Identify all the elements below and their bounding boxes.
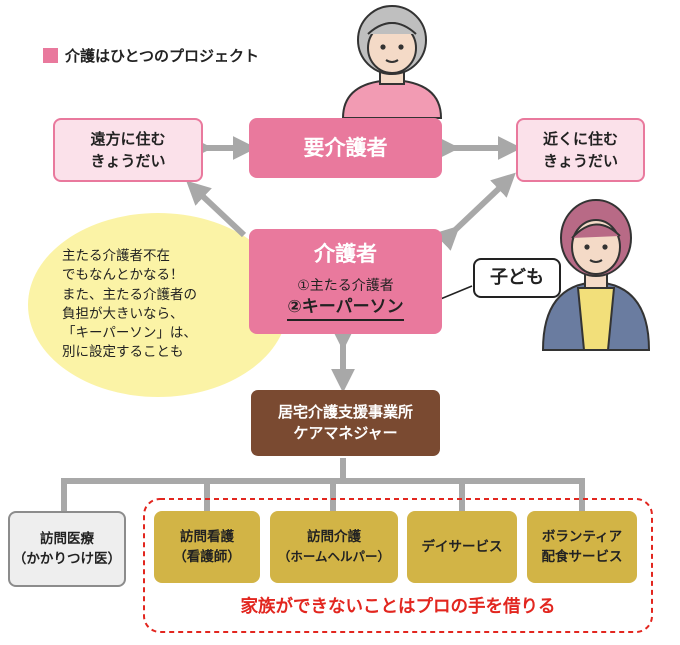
service-medical-line2: （かかりつけ医） [12, 551, 122, 567]
service-dayservice-line1: デイサービス [421, 539, 503, 555]
service-homecare-line1: 訪問介護 [307, 529, 361, 545]
nearby-sibling-box: 近くに住む きょうだい [516, 118, 645, 182]
care-recipient-label: 要介護者 [303, 136, 388, 160]
bubble-line-6: 別に設定することも [62, 344, 184, 361]
caregiver-line2: ②キーパーソン [287, 296, 404, 321]
bubble-line-2: でもなんとかなる！ [62, 267, 184, 284]
care-office-line1: 居宅介護支援事業所 [277, 403, 413, 421]
pro-caption: 家族ができないことはプロの手を借りる [240, 597, 556, 617]
distant-sibling-box: 遠方に住む きょうだい [53, 118, 203, 182]
org-tree-lines [61, 458, 585, 513]
nearby-sibling-line1: 近くに住む [542, 130, 618, 148]
service-nursing-line2: （看護師） [173, 549, 241, 565]
service-box-nursing: 訪問看護 （看護師） [154, 511, 260, 583]
service-box-dayservice: デイサービス [407, 511, 517, 583]
service-medical-line1: 訪問医療 [40, 531, 94, 547]
caregiver-box: 介護者 ①主たる介護者 ②キーパーソン [249, 229, 442, 334]
caregiver-title: 介護者 [314, 242, 377, 266]
relation-arrows [186, 136, 522, 393]
child-label-box: 子ども [473, 258, 561, 298]
service-volunteer-line1: ボランティア [541, 529, 623, 545]
legend-label: 介護はひとつのプロジェクト [65, 47, 259, 65]
distant-sibling-line2: きょうだい [90, 152, 166, 170]
service-volunteer-line2: 配食サービス [541, 549, 623, 565]
care-office-box: 居宅介護支援事業所 ケアマネジャー [251, 390, 440, 456]
bubble-line-1: 主たる介護者不在 [62, 248, 170, 264]
bubble-line-3: また、主たる介護者の [62, 286, 197, 303]
service-homecare-line2: （ホームヘルパー） [277, 549, 391, 564]
professional-services-frame [143, 498, 653, 633]
service-nursing-line1: 訪問看護 [180, 529, 234, 545]
service-box-volunteer: ボランティア 配食サービス [527, 511, 637, 583]
legend-swatch [43, 48, 58, 63]
elderly-person-illustration [341, 5, 443, 119]
care-recipient-box: 要介護者 [249, 118, 442, 178]
distant-sibling-line1: 遠方に住む [90, 130, 166, 148]
service-box-medical: 訪問医療 （かかりつけ医） [8, 511, 126, 587]
legend: 介護はひとつのプロジェクト [43, 45, 259, 66]
child-label: 子ども [490, 267, 544, 288]
bubble-line-5: 「キーパーソン」は、 [62, 325, 197, 342]
child-person-illustration [541, 199, 651, 351]
caregiver-line1: ①主たる介護者 [297, 278, 394, 294]
bubble-line-4: 負担が大きいなら、 [62, 305, 184, 322]
care-office-line2: ケアマネジャー [293, 424, 398, 442]
nearby-sibling-line2: きょうだい [542, 152, 618, 170]
speech-bubble-text: 主たる介護者不在 でもなんとかなる！ また、主たる介護者の 負担が大きいなら、 … [62, 247, 262, 363]
service-box-homecare: 訪問介護 （ホームヘルパー） [270, 511, 398, 583]
